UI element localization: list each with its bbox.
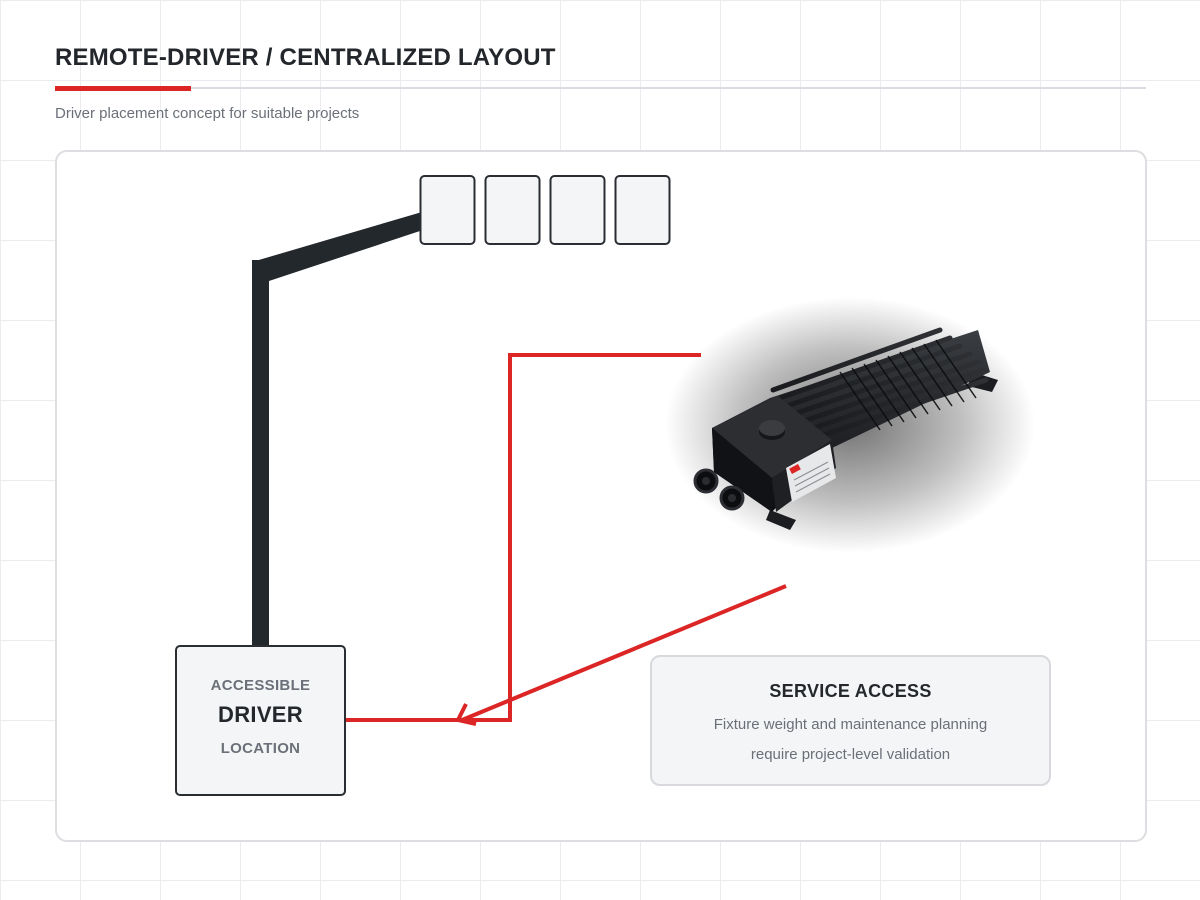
driver-box-label-bottom: LOCATION [220,740,301,757]
power-cable [252,212,426,648]
accessible-driver-location-box: ACCESSIBLE DRIVER LOCATION [175,645,346,796]
cable-diagonal-run [252,212,426,281]
title-underline [55,87,1146,89]
service-route-line [345,353,701,722]
fixture-head [549,175,606,245]
driver-box-label-top: ACCESSIBLE [210,677,311,694]
service-path [345,353,787,726]
service-access-text-line: Fixture weight and maintenance planning [713,716,988,733]
service-access-callout: SERVICE ACCESS Fixture weight and mainte… [650,655,1051,786]
title-accent-bar [55,86,191,91]
service-access-title: SERVICE ACCESS [769,681,932,701]
service-access-text-line: require project-level validation [750,746,951,763]
arrow-head-icon [455,703,477,726]
fixture-row [419,175,671,245]
fixture-head [484,175,541,245]
led-driver-product-image [665,297,1035,553]
fixture-head [419,175,476,245]
fixture-head [614,175,671,245]
cable-vertical-run [252,260,269,648]
service-pointer-line [461,584,787,722]
page-title: REMOTE-DRIVER / CENTRALIZED LAYOUT [55,44,556,71]
page-subtitle: Driver placement concept for suitable pr… [55,105,360,122]
driver-box-label-main: DRIVER [218,702,303,727]
